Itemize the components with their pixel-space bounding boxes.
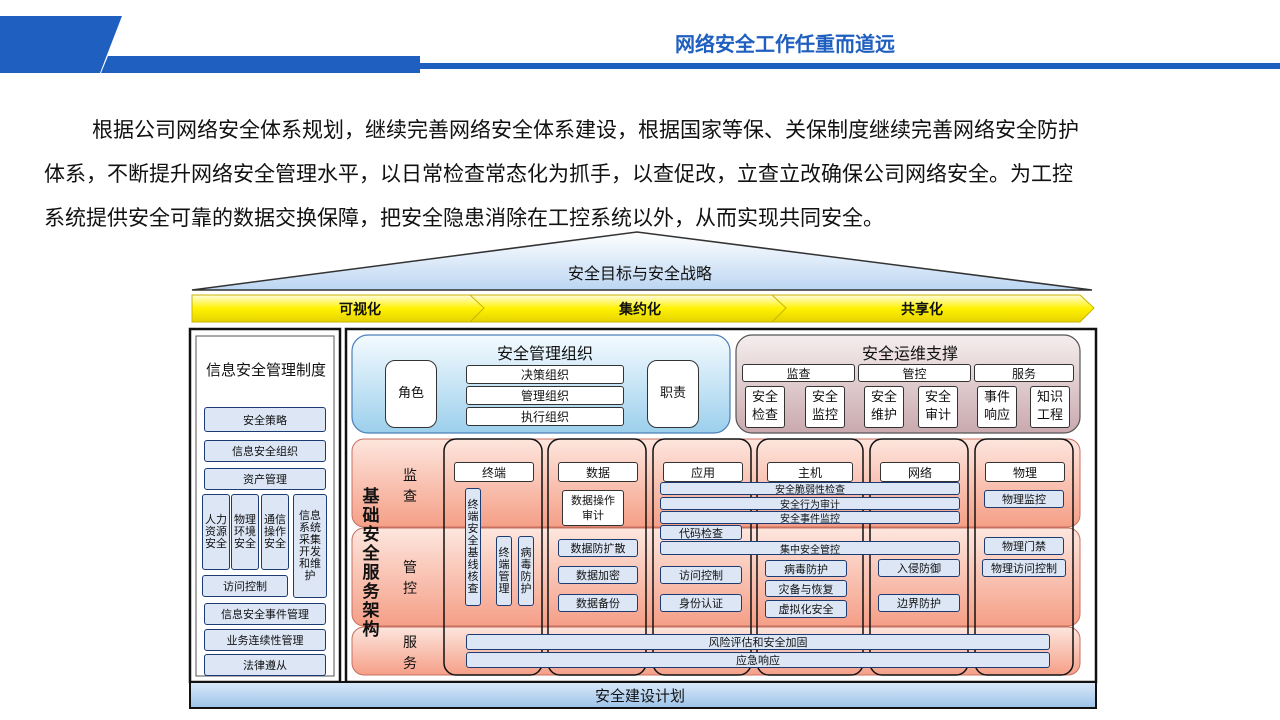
ops-item: 安全检查 [745,386,785,428]
infra-row-label: 监查 [403,468,417,505]
policy-item: 安全策略 [204,407,326,432]
infra-item: 物理监控 [984,490,1064,508]
policy-item: 访问控制 [202,575,288,597]
infra-column-header: 应用 [663,462,743,482]
org-item: 决策组织 [466,365,624,384]
infra-service-item: 应急响应 [466,652,1050,668]
header-underline [420,63,1280,69]
infra-column-header: 终端 [454,462,534,482]
infra-item: 代码检查 [660,525,742,540]
infra-item: 病毒防护 [765,560,847,577]
org-item: 执行组织 [466,407,624,426]
infra-item: 灾备与恢复 [765,580,847,597]
ops-header: 监查 [742,364,855,382]
foundation-label: 安全建设计划 [594,686,685,705]
col-outline [652,438,752,676]
col-outline [974,438,1074,676]
infra-column-header: 物理 [985,462,1065,482]
infra-service-item: 风险评估和安全加固 [466,634,1050,650]
policy-item: 信息安全组织 [204,440,326,462]
org-item: 管理组织 [466,386,624,405]
infra-item-vertical: 终端安全基线核查 [465,488,481,606]
ops-item: 安全监控 [805,386,845,428]
policy-item-vertical: 通信操作安全 [261,494,289,570]
infra-item: 身份认证 [660,594,742,612]
infra-row-label: 服务 [403,635,417,672]
page-title: 网络安全工作任重而道远 [675,32,895,56]
org-duty: 职责 [647,360,699,428]
col-outline [547,438,647,676]
paragraph-line: 系统提供安全可靠的数据交换保障，把安全隐患消除在工控系统以外，从而实现共同安全。 [44,206,884,230]
arrow-label-intensive: 集约化 [619,302,661,318]
infra-item: 物理访问控制 [982,559,1066,577]
infra-item: 物理门禁 [984,537,1064,555]
intro-paragraph: 根据公司网络安全体系规划，继续完善网络安全体系建设，根据国家等保、关保制度继续完… [44,108,1244,240]
policy-item-vertical: 信息系统采集开发和维护 [293,494,327,598]
roof [191,231,1093,291]
infra-item: 数据加密 [558,566,638,584]
infra-column-header: 网络 [880,462,960,482]
ops-item: 安全维护 [864,386,904,428]
infra-span: 安全脆弱性检查 [660,482,960,496]
infra-item: 虚拟化安全 [765,600,847,618]
col-outline [869,438,969,676]
policy-item-vertical: 物理环境安全 [231,494,259,570]
infra-item: 边界防护 [878,594,960,612]
policy-item: 资产管理 [204,468,326,490]
paragraph-line: 根据公司网络安全体系规划，继续完善网络安全体系建设，根据国家等保、关保制度继续完… [92,118,1079,142]
org-title: 安全管理组织 [496,344,593,363]
ops-item: 知识工程 [1030,386,1070,428]
infra-item-vertical: 终端管理 [496,536,512,606]
infra-span: 安全事件监控 [660,511,960,525]
infra-item-vertical: 病毒防护 [518,536,534,606]
infra-item: 入侵防御 [878,559,960,577]
infra-column-header: 主机 [767,462,853,482]
foundation-bar [189,681,1097,709]
header-blue-block [0,16,122,73]
ops-header: 服务 [974,364,1074,382]
infra-item: 数据备份 [558,594,638,612]
policy-item: 信息安全事件管理 [204,603,326,625]
arrow-label-shared: 共享化 [901,302,943,318]
infra-item: 数据操作审计 [562,490,624,526]
col-outline [756,438,864,676]
arrow-segment-3 [770,294,1095,323]
ops-title: 安全运维支撑 [861,344,958,363]
org-panel [351,334,731,434]
ops-item: 事件响应 [977,386,1017,428]
policy-item-vertical: 人力资源安全 [202,494,230,570]
ops-item: 安全审计 [918,386,958,428]
arrow-label-visual: 可视化 [339,302,381,318]
infra-column-header: 数据 [558,462,638,482]
infra-row-label: 管控 [403,560,417,597]
infra-item: 数据防扩散 [558,539,638,557]
infra-span: 安全行为审计 [660,497,960,511]
paragraph-line: 体系，不断提升网络安全管理水平，以日常检查常态化为抓手，以查促改，立查立改确保公… [44,162,1073,186]
policy-item: 业务连续性管理 [204,629,326,651]
infra-item: 访问控制 [660,566,742,584]
ops-header: 管控 [858,364,971,382]
header-band [0,16,1280,73]
org-role: 角色 [385,360,437,428]
header-underline-left [101,56,420,73]
policy-title: 信息安全管理制度 [205,360,326,379]
infra-label: 基础安全服务架构 [362,487,380,640]
policy-item: 法律遵从 [204,654,326,676]
col-outline [443,438,543,676]
infra-span: 集中安全管控 [660,541,960,556]
roof-label: 安全目标与安全战略 [567,264,712,283]
